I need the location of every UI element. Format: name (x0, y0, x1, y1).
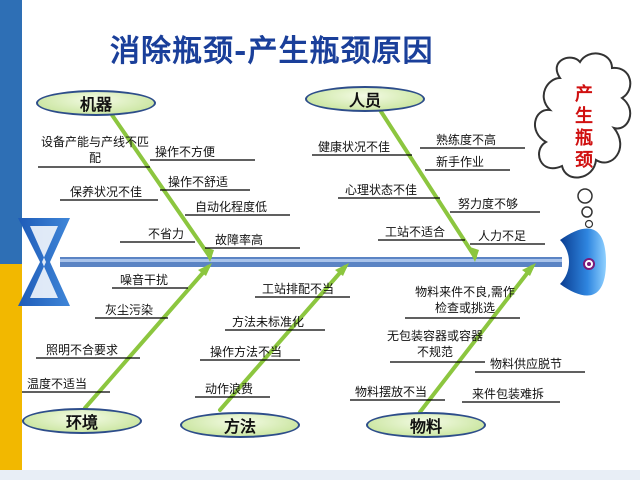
cause-material-placement: 物料摆放不当 (355, 385, 428, 399)
bone-machine (110, 113, 212, 259)
cause-method-standard: 方法未标准化 (232, 315, 305, 329)
bone-people (378, 108, 477, 259)
cause-people-novice: 新手作业 (436, 155, 485, 169)
effect-char-2: 生 (575, 106, 593, 127)
bone-environment (83, 265, 210, 410)
cause-method-operation: 操作方法不当 (210, 345, 283, 359)
cause-env-dust: 灰尘污染 (105, 303, 154, 317)
cause-people-skill: 熟练度不高 (436, 133, 497, 147)
effect-char-3: 瓶 (575, 128, 593, 149)
category-people: 人员 (305, 86, 425, 112)
effect-label: 产 生 瓶 颈 (538, 62, 630, 194)
cause-material-supply: 物料供应脱节 (490, 357, 563, 371)
cause-people-station: 工站不适合 (385, 225, 446, 239)
category-material: 物料 (366, 412, 486, 438)
cause-people-effort: 努力度不够 (458, 197, 519, 211)
category-environment: 环境 (22, 408, 142, 434)
cause-method-waste: 动作浪费 (205, 382, 254, 396)
cause-env-temperature: 温度不适当 (27, 377, 88, 391)
cause-people-health: 健康状况不佳 (318, 140, 391, 154)
cause-people-shortage: 人力不足 (478, 229, 527, 243)
cause-machine-effort: 不省力 (148, 227, 185, 241)
cause-machine-inconvenient: 操作不方便 (155, 145, 216, 159)
category-method: 方法 (180, 412, 300, 438)
cause-people-mental: 心理状态不佳 (345, 183, 418, 197)
cause-machine-maintenance: 保养状况不佳 (70, 185, 143, 199)
bone-material (418, 265, 534, 414)
cause-machine-capacity: 设备产能与产线不匹配 (40, 135, 149, 165)
cause-method-scheduling: 工站排配不当 (262, 282, 335, 296)
fish-head (560, 228, 606, 296)
effect-char-4: 颈 (575, 150, 593, 171)
cause-machine-failure: 故障率高 (215, 233, 264, 247)
cause-env-lighting: 照明不合要求 (46, 343, 119, 357)
cause-material-defect: 物料来件不良,需作检查或挑选 (415, 285, 515, 315)
effect-char-1: 产 (575, 84, 593, 105)
bottom-strip (0, 470, 640, 480)
effect-cloud (534, 52, 632, 229)
cause-env-noise: 噪音干扰 (120, 273, 169, 287)
left-accent-bar (0, 0, 22, 480)
cause-machine-uncomfortable: 操作不舒适 (168, 175, 229, 189)
page-title: 消除瓶颈-产生瓶颈原因 (110, 34, 434, 69)
category-machine: 机器 (36, 90, 156, 116)
cause-machine-automation: 自动化程度低 (195, 200, 268, 214)
cause-material-container: 无包装容器或容器不规范 (386, 329, 483, 359)
cause-material-packaging: 来件包装难拆 (472, 387, 545, 401)
bone-method (218, 265, 347, 412)
